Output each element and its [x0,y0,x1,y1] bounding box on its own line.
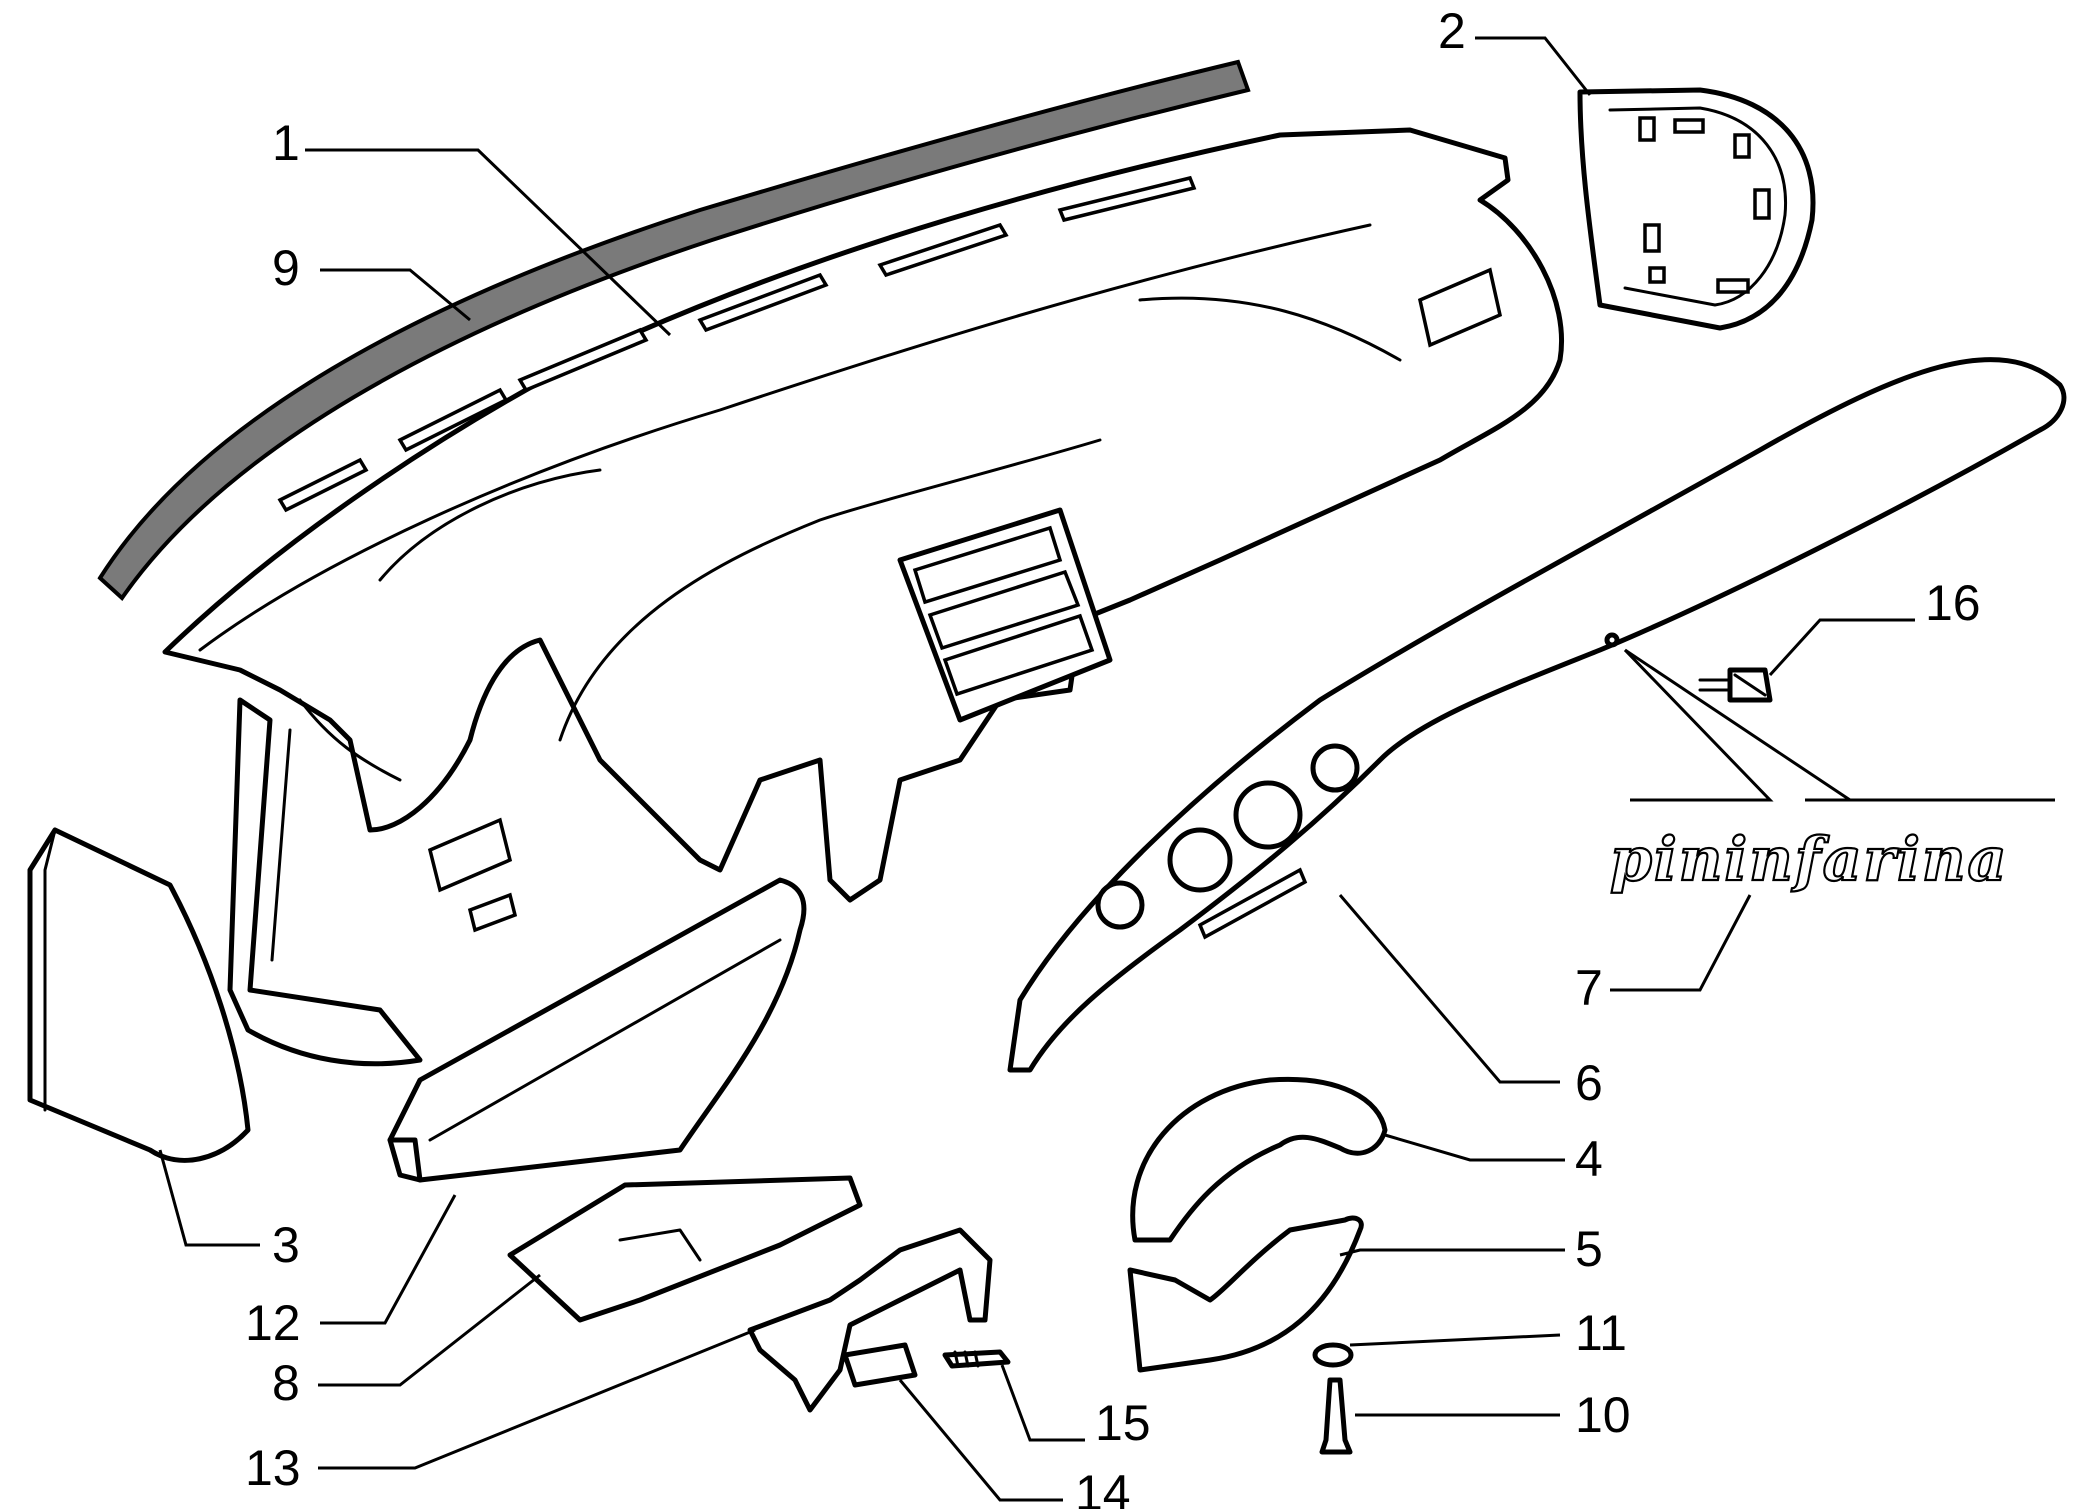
part-10-bolt [1319,1377,1353,1455]
part-3-left-end-cap [27,827,251,1163]
callout-7: 7 [1575,960,1603,1016]
leader-7 [1610,894,1752,992]
leader-12 [320,1194,457,1325]
leader-pininfarina-a [1623,648,1774,802]
leader-11 [1349,1333,1561,1347]
leader-1 [305,148,672,337]
part-15-screw [942,1349,1011,1369]
callout-11: 11 [1575,1305,1627,1361]
leader-9 [320,268,471,322]
callout-15: 15 [1095,1395,1151,1451]
leader-16 [1768,618,1915,677]
callout-1: 1 [272,115,300,171]
part-5-lower-shroud [1127,1215,1364,1373]
part-6-instrument-trim [1007,357,2067,1073]
leader-5 [1339,1248,1565,1257]
part-2-right-end-cap [1577,87,1816,331]
part-8-bracket [507,1175,863,1323]
part-16-screw [1604,632,1773,703]
part-12-lower-trim [387,877,807,1183]
part-14-clip [842,1342,918,1388]
callout-10: 10 [1575,1387,1631,1443]
leader-13 [318,1328,756,1470]
callout-5: 5 [1575,1221,1603,1277]
pininfarina-logo: pininfarina [1610,825,2008,895]
callout-6: 6 [1575,1055,1603,1111]
leader-15 [1000,1364,1085,1442]
leader-lines [158,36,2055,1502]
part-4-upper-shroud [1130,1076,1388,1243]
callout-9: 9 [272,240,300,296]
leader-6 [1338,894,1560,1084]
callout-labels: 1 2 3 4 5 6 7 8 9 10 11 12 13 14 15 16 [245,3,1981,1509]
callout-12: 12 [245,1295,301,1351]
callout-14: 14 [1075,1465,1131,1509]
leader-3 [158,1149,260,1247]
callout-4: 4 [1575,1131,1603,1187]
leader-14 [898,1379,1063,1502]
leader-2 [1475,36,1592,96]
callout-16: 16 [1925,575,1981,631]
callout-13: 13 [245,1440,301,1496]
callout-8: 8 [272,1355,300,1411]
part-1-dashboard-body [162,127,1564,1067]
leader-8 [318,1273,541,1387]
leader-pininfarina-c [1624,648,1851,802]
callout-2: 2 [1438,3,1466,59]
part-9-seal-strip [97,59,1251,602]
callout-3: 3 [272,1217,300,1273]
part-13-mounting-bracket [747,1227,993,1413]
leader-4 [1384,1133,1565,1162]
part-11-washer [1312,1342,1354,1368]
part-7-logo: pininfarina [1609,824,2008,896]
